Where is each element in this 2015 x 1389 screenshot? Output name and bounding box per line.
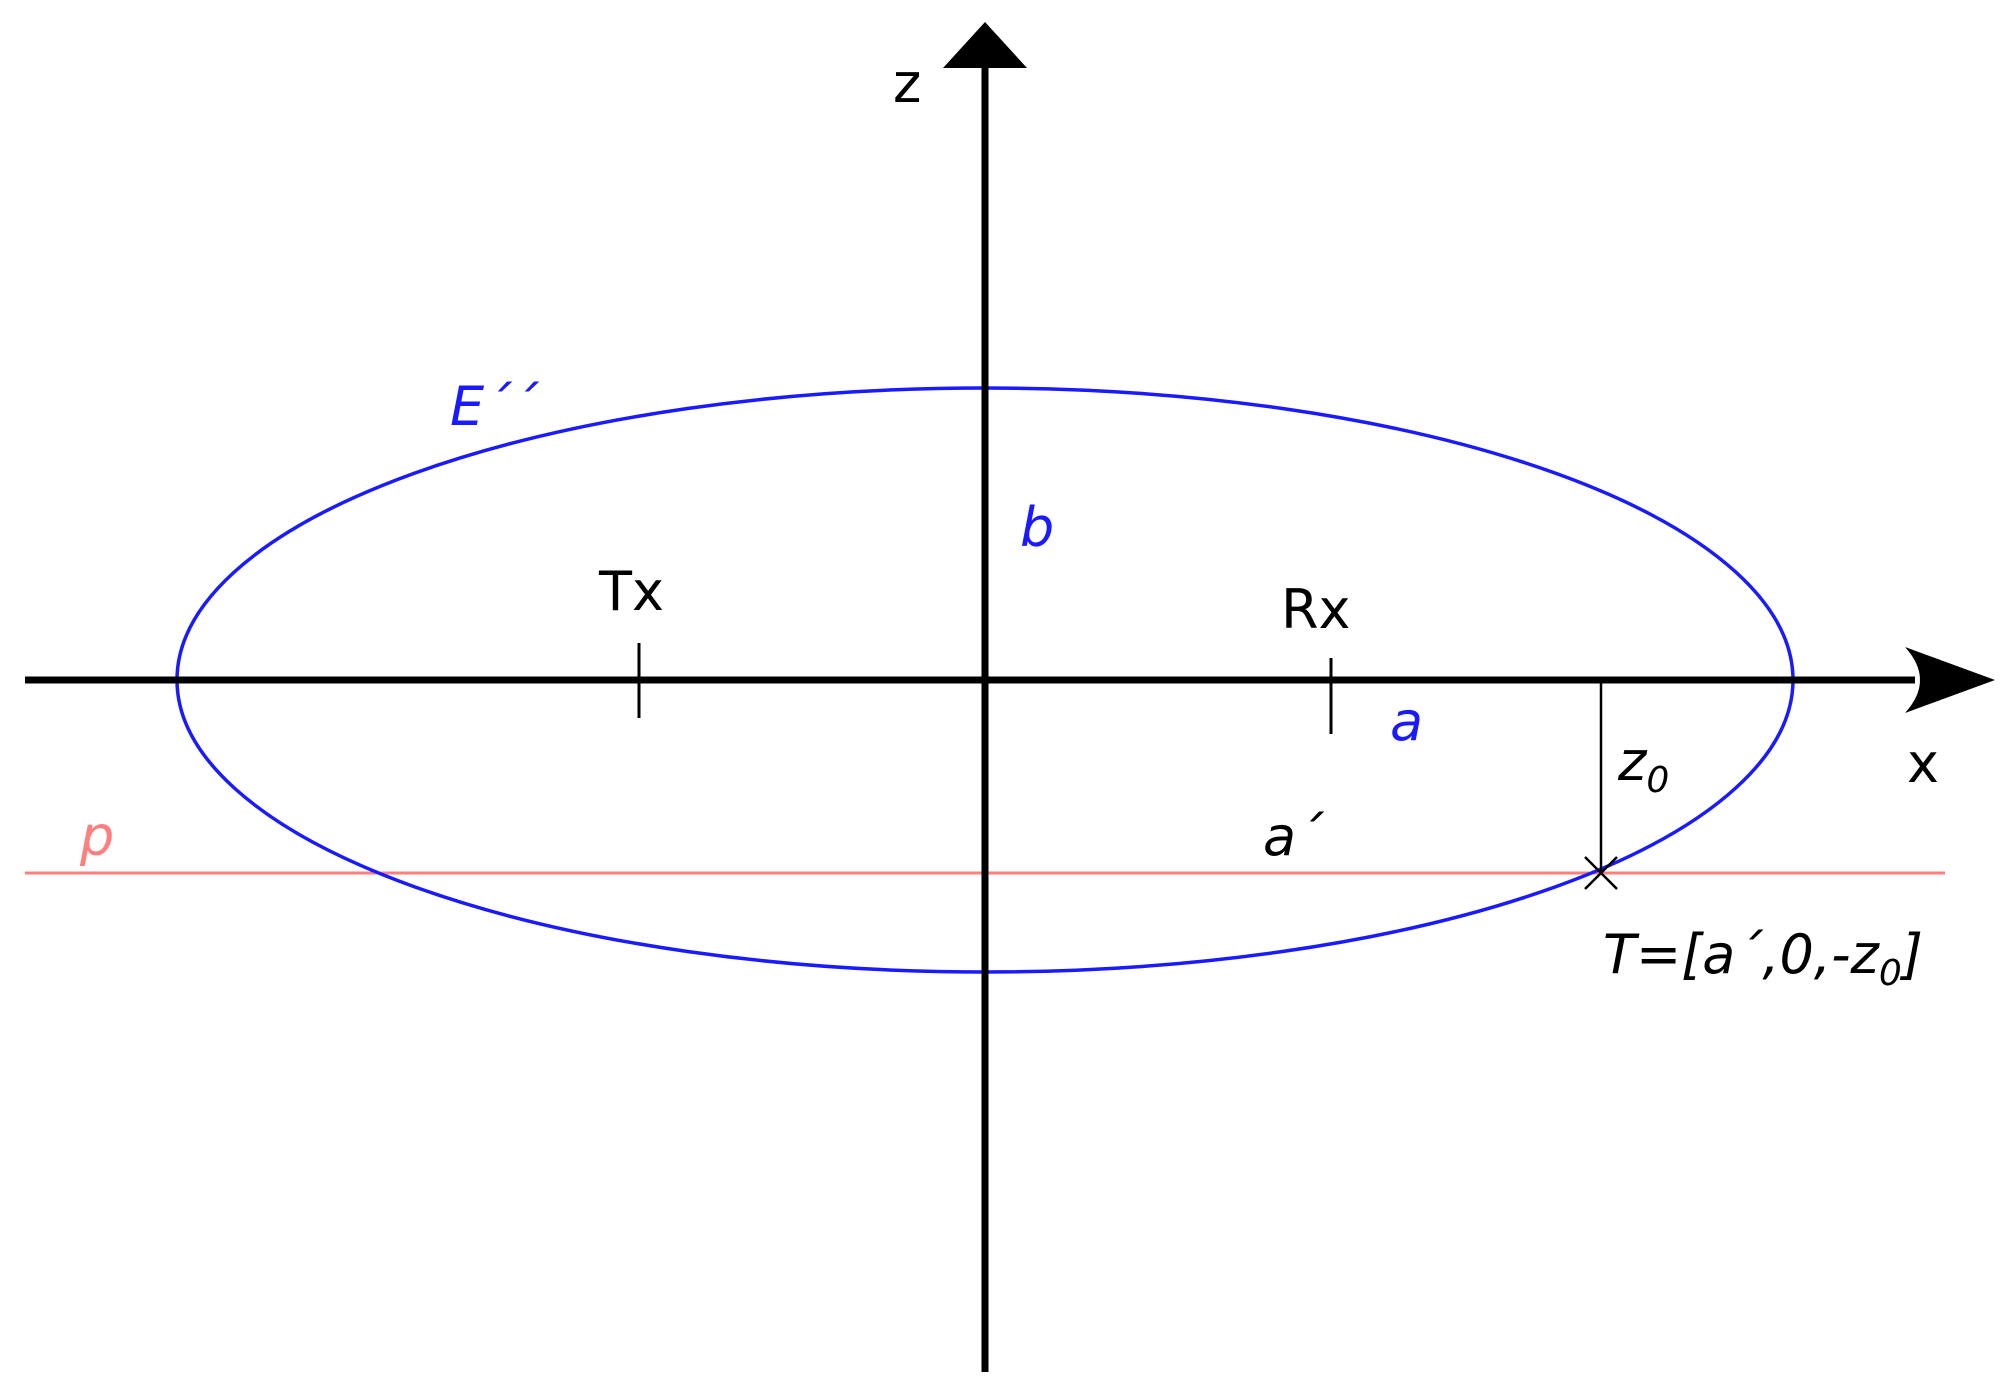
receiver-label: Rx xyxy=(1281,578,1350,641)
semi-major-label: a xyxy=(1390,690,1423,753)
semi-minor-label: b xyxy=(1020,496,1054,559)
depth-label-main: z xyxy=(1617,730,1648,793)
depth-label: z0 xyxy=(1617,730,1669,801)
depth-label-subscript: 0 xyxy=(1646,760,1669,801)
transmitter-label: Tx xyxy=(598,560,664,623)
z-axis-arrowhead xyxy=(943,22,1027,68)
x-axis-arrowhead xyxy=(1905,647,1995,713)
a-prime-label: a´ xyxy=(1263,805,1325,868)
point-label-suffix: ] xyxy=(1899,923,1923,986)
intersection-point-label: T=[a´,0,-z0] xyxy=(1603,923,1923,994)
z-axis-label: z xyxy=(893,52,921,115)
point-label-subscript: 0 xyxy=(1879,953,1902,994)
point-label-prefix: T=[a´,0,-z xyxy=(1603,923,1881,986)
x-axis-label: x xyxy=(1907,732,1939,795)
plane-label: p xyxy=(79,805,114,868)
ellipse-label: E´´ xyxy=(450,375,540,438)
intersection-marker xyxy=(1584,856,1618,890)
